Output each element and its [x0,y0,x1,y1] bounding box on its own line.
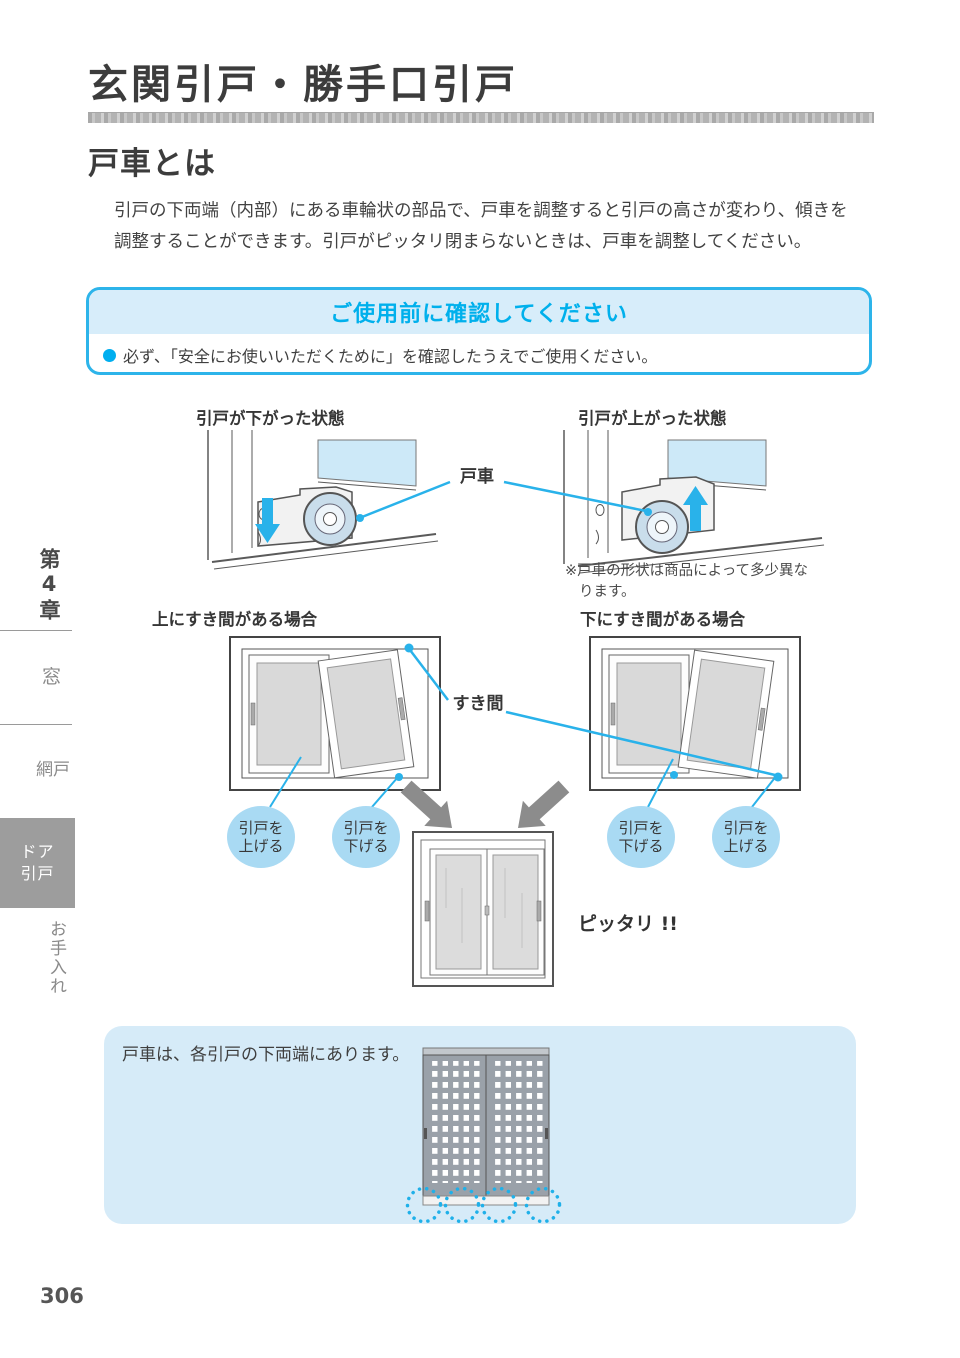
badge-raise-right: 引戸を 上げる [712,774,780,868]
gap-pointer-lines [409,649,776,777]
badge-lower-left: 引戸を 下げる [332,776,400,868]
svg-text:上げる: 上げる [723,837,768,855]
up-arrow-icon [683,486,708,531]
down-arrow-icon [255,498,280,543]
closed-door-illustration [412,831,554,987]
caption-gap-bottom: 下にすき間がある場合 [580,609,746,629]
section-heading: 戸車とは [88,146,216,182]
lattice-door-illustration [405,1047,562,1224]
title-brush-rule [88,112,874,123]
sidebar-item-screen: 網戸 [36,760,70,780]
diagram-area: 引戸が下がった状態 引戸が上がった状態 [152,408,825,987]
sidebar-divider [0,630,72,631]
lattice-door [422,1047,550,1206]
caption-gap-top: 上にすき間がある場合 [152,609,318,629]
svg-text:下げる: 下げる [618,837,663,855]
converge-arrow-left-icon [400,780,452,828]
sidebar-item-window: 窓 [42,666,62,688]
sidebar-item-door-active: ドア 引戸 [0,818,75,908]
confirm-before-use-box: ご使用前に確認してください 必ず、「安全にお使いいただくために」を確認したうえで… [86,287,872,375]
page-title: 玄関引戸・勝手口引戸 [88,62,518,108]
svg-text:上げる: 上げる [238,837,283,855]
intro-line1: 引戸の下両端（内部）にある車輪状の部品で、戸車を調整すると引戸の高さが変わり、傾… [114,201,848,221]
intro-paragraph: 引戸の下両端（内部）にある車輪状の部品で、戸車を調整すると引戸の高さが変わり、傾… [114,196,894,257]
svg-text:引戸を: 引戸を [618,819,663,837]
sidebar-divider [0,724,72,725]
sidebar-door-line1: ドア [20,842,55,862]
svg-text:引戸を: 引戸を [723,819,768,837]
page-number: 306 [40,1284,84,1308]
roller-location-text: 戸車は、各引戸の下両端にあります。 [122,1045,410,1065]
badge-lower-right: 引戸を 下げる [607,758,675,868]
window-gap-bottom-illustration [589,636,801,791]
sidebar-item-care: お手入れ [46,920,66,996]
window-gap-top-illustration [229,636,441,791]
caption-door-lowered: 引戸が下がった状態 [196,408,345,428]
door-raised-illustration [563,430,825,574]
roller-position-circles [405,1186,562,1224]
badge-raise-left: 引戸を 上げる [227,756,302,868]
result-label: ピッタリ !! [578,913,678,935]
roller-pointer-lines [356,480,652,522]
roller-note-line2: ります。 [579,583,636,600]
roller-pointer-label: 戸車 [460,466,494,487]
confirm-box-title: ご使用前に確認してください [89,290,869,334]
gap-marker-bottom [773,772,783,782]
door-lowered-illustration [207,430,439,570]
converge-arrow-right-icon [518,780,570,828]
sidebar-chapter-label: 第4章 [37,548,61,623]
svg-text:下げる: 下げる [343,837,388,855]
svg-text:引戸を: 引戸を [238,819,283,837]
caption-door-raised: 引戸が上がった状態 [578,408,727,428]
intro-line2: 調整することができます。引戸がピッタリ閉まらないときは、戸車を調整してください。 [114,231,812,252]
svg-text:引戸を: 引戸を [343,819,388,837]
sidebar-door-line2: 引戸 [20,864,55,883]
roller-note-line1: ※戸車の形状は商品によって多少異な [565,562,808,579]
confirm-bullet-text: 必ず、「安全にお使いいただくために」を確認したうえでご使用ください。 [123,347,658,366]
bullet-icon [103,348,116,362]
gap-pointer-label: すき間 [453,694,504,714]
gap-marker-bottom-right-window-left [670,771,678,779]
confirm-box-body: 必ず、「安全にお使いいただくために」を確認したうえでご使用ください。 [89,334,869,367]
